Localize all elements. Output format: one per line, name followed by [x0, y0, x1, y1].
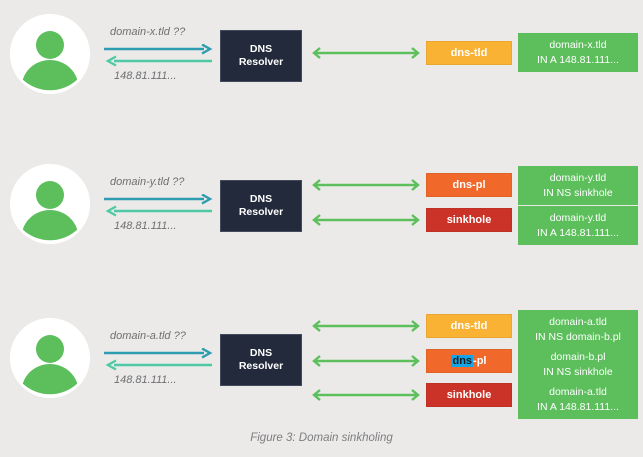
client-resolver-arrows-row-a [104, 348, 214, 372]
double-arrow-icon-row-y-1 [310, 213, 422, 227]
client-resolver-arrows-row-x [104, 44, 214, 68]
server-tag-label: dns-tld [450, 47, 488, 59]
user-avatar-icon [10, 164, 90, 244]
resolver-line1: DNS [249, 192, 273, 205]
record-line1: domain-x.tld [549, 39, 607, 52]
server-tag-label: dns-tld [450, 320, 488, 332]
dns-record-box-row-a-0: domain-a.tld IN NS domain-b.pl [518, 310, 638, 349]
dns-record-box-row-x-0: domain-x.tld IN A 148.81.111... [518, 33, 638, 72]
record-line2: IN NS sinkhole [543, 186, 613, 199]
server-tag-label: sinkhole [446, 389, 492, 401]
server-tag-dns-pl-row-a[interactable]: dns-pl [426, 349, 512, 373]
dns-record-box-row-y-0: domain-y.tld IN NS sinkhole [518, 166, 638, 205]
dns-record-box-row-y-1: domain-y.tld IN A 148.81.111... [518, 206, 638, 245]
double-arrow-icon-row-a-0 [310, 319, 422, 333]
query-label-row-y: domain-y.tld ?? [110, 176, 185, 188]
server-tag-dns-tld-row-x[interactable]: dns-tld [426, 41, 512, 65]
record-line1: domain-y.tld [549, 212, 607, 225]
server-tag-sinkhole-row-y[interactable]: sinkhole [426, 208, 512, 232]
server-tag-sinkhole-row-a[interactable]: sinkhole [426, 383, 512, 407]
record-line1: domain-a.tld [549, 316, 607, 329]
double-arrow-icon-row-a-2 [310, 388, 422, 402]
answer-label-row-a: 148.81.111... [114, 374, 177, 386]
query-label-row-a: domain-a.tld ?? [110, 330, 186, 342]
record-line1: domain-b.pl [550, 351, 606, 364]
record-line2: IN NS domain-b.pl [535, 330, 621, 343]
server-tag-dns-tld-row-a[interactable]: dns-tld [426, 314, 512, 338]
record-line1: domain-y.tld [549, 172, 607, 185]
server-tag-label: sinkhole [446, 214, 492, 226]
resolver-line2: Resolver [238, 360, 284, 372]
dns-resolver-box-row-x: DNS Resolver [220, 30, 302, 82]
record-line2: IN A 148.81.111... [537, 226, 619, 239]
resolver-line2: Resolver [238, 206, 284, 218]
double-arrow-icon-row-y-0 [310, 178, 422, 192]
double-arrow-icon-row-x-0 [310, 46, 422, 60]
user-avatar-icon [10, 14, 90, 94]
server-tag-label-rest: -pl [473, 355, 487, 367]
resolver-line2: Resolver [238, 56, 284, 68]
resolver-line1: DNS [249, 346, 273, 359]
record-line2: IN A 148.81.111... [537, 400, 619, 413]
answer-label-row-x: 148.81.111... [114, 70, 177, 82]
dns-resolver-box-row-a: DNS Resolver [220, 334, 302, 386]
dns-record-box-row-a-2: domain-a.tld IN A 148.81.111... [518, 380, 638, 419]
figure-caption: Figure 3: Domain sinkholing [250, 432, 393, 444]
record-line2: IN NS sinkhole [543, 365, 613, 378]
server-tag-label-selected: dns [451, 355, 474, 367]
record-line1: domain-a.tld [549, 386, 607, 399]
record-line2: IN A 148.81.111... [537, 53, 619, 66]
double-arrow-icon-row-a-1 [310, 354, 422, 368]
server-tag-dns-pl-row-y[interactable]: dns-pl [426, 173, 512, 197]
dns-record-box-row-a-1: domain-b.pl IN NS sinkhole [518, 345, 638, 384]
client-resolver-arrows-row-y [104, 194, 214, 218]
dns-resolver-box-row-y: DNS Resolver [220, 180, 302, 232]
user-avatar-icon [10, 318, 90, 398]
server-tag-label: dns-pl [452, 179, 486, 191]
answer-label-row-y: 148.81.111... [114, 220, 177, 232]
query-label-row-x: domain-x.tld ?? [110, 26, 186, 38]
resolver-line1: DNS [249, 42, 273, 55]
